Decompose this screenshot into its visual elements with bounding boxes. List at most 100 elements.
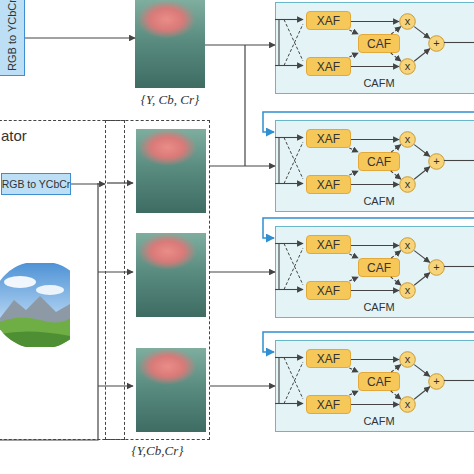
node-label: {Y, Cb, Cr} (121, 92, 219, 108)
wire (284, 362, 303, 404)
ycbcr-image (136, 348, 206, 432)
node-label: XAF (317, 60, 340, 74)
wire (275, 183, 303, 184)
circle-shape (400, 352, 416, 368)
node-label: x (405, 285, 411, 296)
wire (275, 137, 303, 138)
operator-circle: x (399, 13, 416, 30)
ycbcr-image (136, 129, 206, 213)
node-label: XAF (317, 238, 340, 252)
block-box: CAF (358, 372, 400, 391)
image-node: {Y, Cb, Cr} (135, 0, 205, 88)
circle-shape (400, 283, 416, 299)
block-box: XAF (306, 281, 351, 300)
node-label: x (405, 354, 411, 365)
photo-grass (0, 331, 70, 347)
arrow-connector (349, 30, 358, 34)
operator-circle: x (399, 237, 416, 254)
node-label: XAF (317, 178, 340, 192)
node-label: x (405, 240, 411, 251)
block-box: CAF (358, 258, 400, 277)
node-label: x (405, 134, 411, 145)
operator-circle: + (428, 153, 445, 170)
photo-mountain (0, 296, 70, 330)
node-label: ator (1, 127, 27, 144)
feedback-wire (263, 218, 474, 238)
node-label: + (433, 262, 439, 273)
arrow-connector (349, 53, 358, 57)
arrow-connector (414, 27, 429, 39)
module-box: CAFMXAFXAFCAFxx+ (275, 120, 474, 212)
wire (444, 380, 474, 381)
block-box: XAF (306, 349, 351, 368)
wire (107, 182, 133, 183)
node-label: CAFM (358, 301, 400, 313)
node-label: CAF (367, 37, 391, 51)
operator-circle: x (399, 131, 416, 148)
wire (275, 357, 303, 358)
wire (275, 243, 303, 244)
arrow-connector (414, 251, 429, 263)
arrow-connector (205, 44, 275, 45)
arrow-connector (391, 391, 401, 399)
node-label: {Y,Cb,Cr} (92, 443, 223, 459)
node-label: XAF (317, 398, 340, 412)
wire (284, 248, 303, 290)
node-label: x (405, 16, 411, 27)
node-label: XAF (317, 284, 340, 298)
wire (284, 138, 303, 180)
ycbcr-image (136, 233, 206, 317)
arrow-connector (391, 277, 401, 285)
module-box: CAFM XAF XAF CAF x x + (275, 226, 474, 318)
arrow-connector (351, 139, 399, 140)
operator-circle: x (399, 282, 416, 299)
wire (444, 266, 474, 267)
arrow-connector (351, 21, 399, 22)
circle-shape (400, 14, 416, 30)
wire (275, 289, 303, 290)
photo-cloud (4, 276, 36, 288)
circle-shape (400, 397, 416, 413)
arrow-connector (210, 165, 275, 166)
arrow-connector (349, 148, 358, 152)
block-box: CAF (358, 34, 400, 53)
wire (275, 403, 303, 404)
arrow-connector (349, 391, 358, 395)
module-wires (263, 20, 474, 404)
circle-shape (429, 36, 445, 52)
group-box: atorRGB to YCbCr (0, 120, 125, 440)
circle-shape (400, 132, 416, 148)
image-group: {Y,Cb,Cr} (105, 120, 210, 440)
converter-box: RGB to YCbCr (0, 0, 25, 76)
node-label: + (433, 376, 439, 387)
wire (98, 271, 133, 272)
arrow-connector (210, 385, 275, 386)
circle-shape (429, 374, 445, 390)
feedback-wire (263, 332, 474, 352)
operator-circle: x (399, 351, 416, 368)
arrow-connector (414, 387, 430, 399)
operator-circle: + (428, 35, 445, 52)
block-box: XAF (306, 129, 351, 148)
arrow-connector (71, 183, 105, 184)
arrow-connector (414, 49, 430, 61)
arrow-connector (391, 365, 400, 372)
node-label: CAFM (358, 77, 400, 89)
block-box: XAF (306, 235, 351, 254)
circle-shape (429, 260, 445, 276)
wire (244, 45, 245, 166)
node-label: CAFM (358, 415, 400, 427)
block-box: XAF (306, 395, 351, 414)
arrow-connector (351, 66, 399, 67)
photo-grass (0, 317, 70, 347)
node-label: RGB to YCbCr (2, 178, 71, 190)
arrow-connector (391, 145, 400, 152)
arrow-connector (414, 167, 430, 179)
node-label: RGB to YCbCr (6, 0, 18, 71)
wire (278, 20, 279, 66)
node-label: CAF (367, 261, 391, 275)
arrow-connector (349, 277, 358, 281)
wire (98, 385, 133, 386)
circle-shape (429, 154, 445, 170)
block-box: XAF (306, 57, 351, 76)
